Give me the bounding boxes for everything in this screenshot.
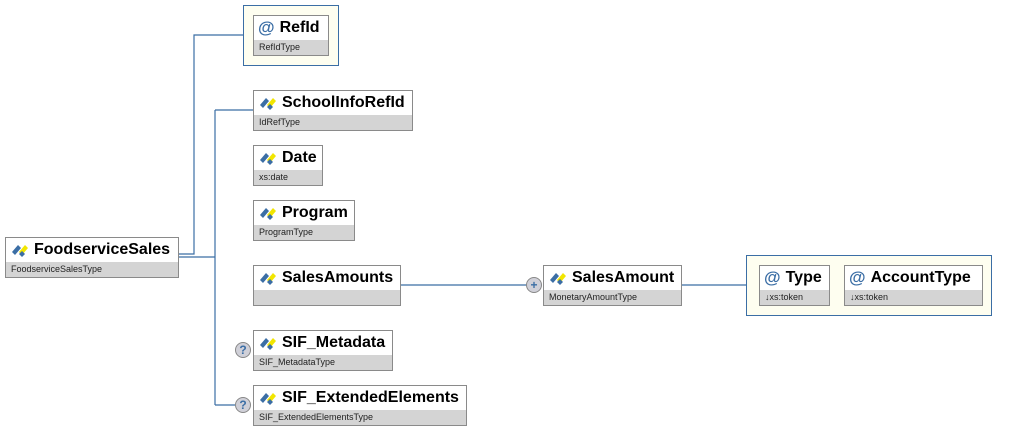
element-icon	[260, 393, 276, 405]
element-icon	[550, 273, 566, 285]
attribute-icon: @	[764, 268, 781, 287]
element-date[interactable]: Date xs:date	[253, 145, 323, 186]
attribute-group-sales-amount: @Type ↓xs:token @AccountType ↓xs:token	[746, 255, 992, 316]
element-icon	[260, 338, 276, 350]
element-icon	[12, 245, 28, 257]
element-sales-amount[interactable]: SalesAmount MonetaryAmountType	[543, 265, 682, 306]
expand-plus-icon[interactable]: +	[526, 277, 542, 293]
attribute-icon: @	[258, 18, 275, 37]
optional-icon: ?	[235, 397, 251, 413]
element-program[interactable]: Program ProgramType	[253, 200, 355, 241]
attribute-icon: @	[849, 268, 866, 287]
attribute-refid[interactable]: @RefId RefIdType	[253, 15, 329, 56]
attribute-type[interactable]: @Type ↓xs:token	[759, 265, 830, 306]
element-icon	[260, 208, 276, 220]
element-sif-extended-elements[interactable]: SIF_ExtendedElements SIF_ExtendedElement…	[253, 385, 467, 426]
element-sif-metadata[interactable]: SIF_Metadata SIF_MetadataType	[253, 330, 393, 371]
element-icon	[260, 273, 276, 285]
element-icon	[260, 98, 276, 110]
element-school-info-refid[interactable]: SchoolInfoRefId IdRefType	[253, 90, 413, 131]
element-sales-amounts[interactable]: SalesAmounts	[253, 265, 401, 306]
attribute-account-type[interactable]: @AccountType ↓xs:token	[844, 265, 983, 306]
optional-icon: ?	[235, 342, 251, 358]
element-foodservice-sales[interactable]: FoodserviceSales FoodserviceSalesType	[5, 237, 179, 278]
element-icon	[260, 153, 276, 165]
attribute-group-refid: @RefId RefIdType	[243, 5, 339, 66]
